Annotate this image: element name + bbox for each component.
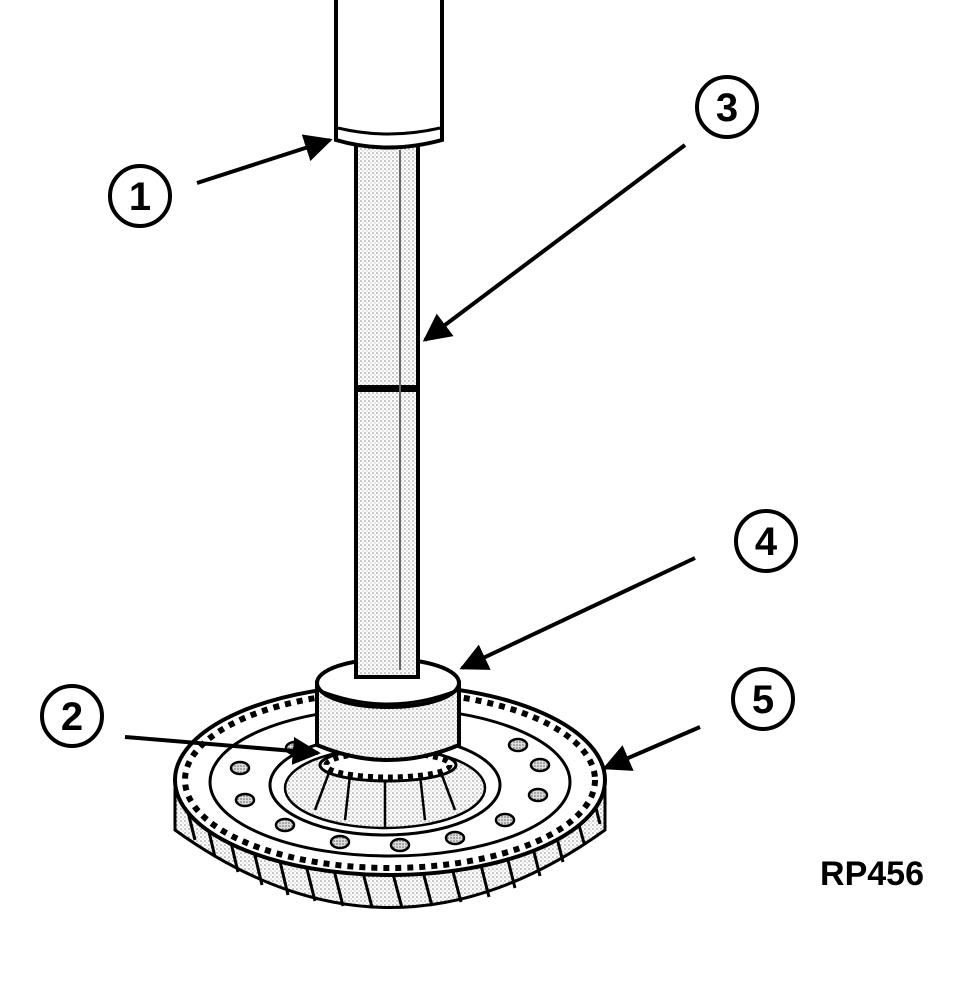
callout-2-label: 2 bbox=[61, 695, 83, 739]
tool-handle bbox=[354, 143, 420, 679]
callout-3: 3 bbox=[695, 75, 759, 139]
callout-4: 4 bbox=[734, 509, 798, 573]
leader-3 bbox=[422, 143, 687, 342]
press-ram bbox=[334, 0, 444, 150]
callout-4-label: 4 bbox=[755, 520, 778, 564]
leader-lines bbox=[124, 134, 701, 771]
figure-code: RP456 bbox=[820, 855, 924, 893]
callout-3-label: 3 bbox=[716, 86, 738, 130]
bolt-holes bbox=[229, 737, 551, 853]
callout-5: 5 bbox=[731, 667, 795, 731]
callout-1: 1 bbox=[108, 164, 172, 228]
case-ribs bbox=[313, 769, 457, 828]
installer-cup bbox=[315, 657, 461, 762]
leader-4 bbox=[459, 556, 696, 670]
leader-5 bbox=[602, 725, 701, 771]
leader-1 bbox=[196, 134, 333, 185]
callout-1-label: 1 bbox=[129, 175, 151, 219]
leader-2 bbox=[124, 735, 321, 765]
callout-5-label: 5 bbox=[752, 678, 774, 722]
callout-2: 2 bbox=[40, 684, 104, 748]
